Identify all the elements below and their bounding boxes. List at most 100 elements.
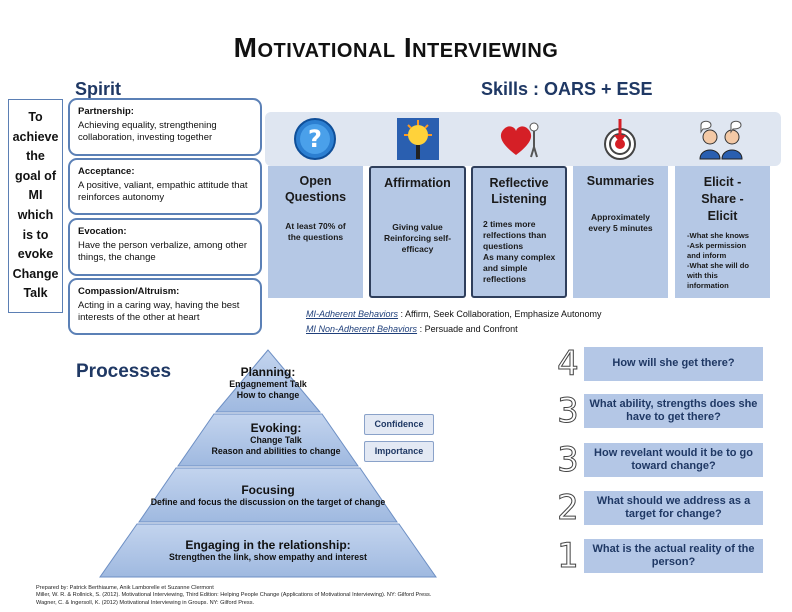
focusing-line: Define and focus the discussion on the t… [150, 497, 386, 507]
references: Prepared by: Patrick Berthiaume, Anik La… [36, 585, 431, 607]
reference-line: Wagner, C. & Ingersoll, K. (2012) Motiva… [36, 599, 255, 606]
skill-line: questions [483, 241, 524, 251]
goal-line: goal of [15, 168, 56, 183]
spirit-card-compassion: Compassion/Altruism: Acting in a caring … [68, 278, 262, 335]
question-mark-icon: ? [292, 116, 338, 162]
spirit-card-text: Acting in a caring way, having the best … [78, 299, 240, 324]
confidence-chip: Confidence [364, 414, 434, 435]
sun-flower-icon [395, 116, 441, 162]
adherent-behaviors: MI-Adherent Behaviors : Affirm, Seek Col… [306, 309, 601, 319]
importance-chip: Importance [364, 441, 434, 462]
skill-summaries: Summaries Approximately every 5 minutes [573, 166, 668, 298]
skill-line: At least 70% of [285, 221, 346, 231]
spirit-card-text: Achieving equality, strengthening collab… [78, 119, 217, 144]
page-title: Motivational Interviewing [233, 32, 559, 63]
target-icon [597, 116, 643, 162]
planning-label: Planning: Engagnement Talk How to change [198, 365, 338, 401]
skill-title: Open Questions [284, 174, 347, 204]
goal-line: is to [22, 227, 49, 242]
skill-line: efficacy [401, 243, 434, 254]
spirit-card-title: Acceptance: [78, 166, 135, 177]
reference-line: Miller, W. R. & Rollnick, S. (2012). Mot… [36, 592, 432, 599]
skill-line: the questions [287, 232, 344, 242]
skill-line: -Ask permission [687, 241, 747, 250]
skill-line: and simple [483, 263, 528, 273]
question-box: How revelant would it be to go toward ch… [584, 443, 763, 477]
skill-line: reflections [483, 274, 526, 284]
two-people-talking-icon [698, 116, 744, 162]
goal-line: achieve [12, 129, 59, 144]
skill-title: Elicit - Share - Elicit [701, 175, 744, 223]
adherent-label: MI-Adherent Behaviors [306, 309, 399, 319]
focusing-title: Focusing [241, 483, 295, 497]
skill-line: 2 times more [483, 219, 536, 229]
evoking-line: Reason and abilities to change [211, 446, 341, 456]
skill-line: As many complex [483, 252, 556, 262]
evoking-line: Change Talk [250, 435, 302, 445]
pyramid-segment-engaging [99, 523, 437, 578]
skill-line: every 5 minutes [588, 222, 653, 233]
planning-title: Planning: [240, 365, 296, 379]
planning-line: Engagnement Talk [229, 379, 307, 389]
goal-line: MI [28, 188, 43, 203]
spirit-card-title: Evocation: [78, 226, 127, 237]
skill-title: Affirmation [384, 176, 451, 190]
step-number: 4 [557, 344, 580, 385]
skill-line: information [687, 281, 729, 290]
skill-line: and inform [687, 251, 727, 260]
svg-text:?: ? [308, 125, 322, 153]
processes-heading: Processes [76, 361, 172, 382]
spirit-card-title: Compassion/Altruism: [78, 286, 180, 297]
spirit-card-partnership: Partnership: Achieving equality, strengt… [68, 98, 262, 156]
goal-line: Talk [23, 286, 48, 301]
evoking-title: Evoking: [250, 421, 302, 435]
question-box: What should we address as a target for c… [584, 491, 763, 525]
focusing-label: Focusing Define and focus the discussion… [139, 483, 397, 508]
skill-affirmation: Affirmation Giving value Reinforcing sel… [369, 166, 466, 298]
skill-reflective-listening: Reflective Listening 2 times more relfec… [471, 166, 567, 298]
spirit-heading: Spirit [75, 79, 122, 99]
skill-line: Reinforcing self- [383, 232, 452, 243]
adherent-text: : Affirm, Seek Collaboration, Emphasize … [398, 309, 602, 319]
question-box: How will she get there? [584, 347, 763, 381]
question-box: What ability, strengths does she have to… [584, 394, 763, 428]
pyramid-segment-planning [214, 349, 322, 413]
spirit-card-text: A positive, valiant, empathic attitude t… [78, 179, 248, 204]
skill-line: Giving value [392, 221, 443, 232]
non-adherent-text: : Persuade and Confront [417, 324, 518, 334]
skill-line: -What she knows [687, 231, 750, 240]
heart-person-icon [496, 116, 542, 162]
skill-line: -What she will do [687, 261, 750, 270]
skill-open-questions: Open Questions At least 70% of the quest… [268, 166, 363, 298]
goal-box: To achieve the goal of MI which is to ev… [8, 99, 63, 313]
engaging-title: Engaging in the relationship: [185, 538, 351, 552]
skill-line: with this [687, 271, 718, 280]
pyramid-segment-focusing [138, 467, 398, 523]
goal-line: which [17, 207, 54, 222]
goal-line: evoke [17, 247, 54, 262]
step-number: 3 [557, 440, 580, 481]
spirit-card-text: Have the person verbalize, among other t… [78, 239, 247, 264]
step-number: 1 [557, 536, 580, 577]
skill-line: Approximately [590, 211, 651, 222]
spirit-card-evocation: Evocation: Have the person verbalize, am… [68, 218, 262, 276]
non-adherent-behaviors: MI Non-Adherent Behaviors : Persuade and… [306, 324, 518, 334]
engaging-line: Strengthen the link, show empathy and in… [169, 552, 367, 562]
skills-heading: Skills : OARS + ESE [481, 79, 653, 99]
skill-elicit-share-elicit: Elicit - Share - Elicit -What she knows … [675, 166, 770, 298]
step-number: 2 [557, 488, 580, 529]
non-adherent-label: MI Non-Adherent Behaviors [306, 324, 418, 334]
goal-line: To [28, 110, 43, 124]
question-box: What is the actual reality of the person… [584, 539, 763, 573]
skill-line: relfections than [483, 230, 547, 240]
skill-title: Summaries [586, 174, 655, 188]
reference-line: Prepared by: Patrick Berthiaume, Anik La… [36, 585, 214, 591]
goal-line: the [26, 149, 45, 164]
engaging-label: Engaging in the relationship: Strengthen… [100, 538, 436, 563]
goal-line: Change [12, 266, 59, 281]
spirit-card-acceptance: Acceptance: A positive, valiant, empathi… [68, 158, 262, 215]
planning-line: How to change [236, 390, 300, 400]
step-number: 3 [557, 391, 580, 432]
skill-title: Reflective Listening [489, 176, 549, 206]
